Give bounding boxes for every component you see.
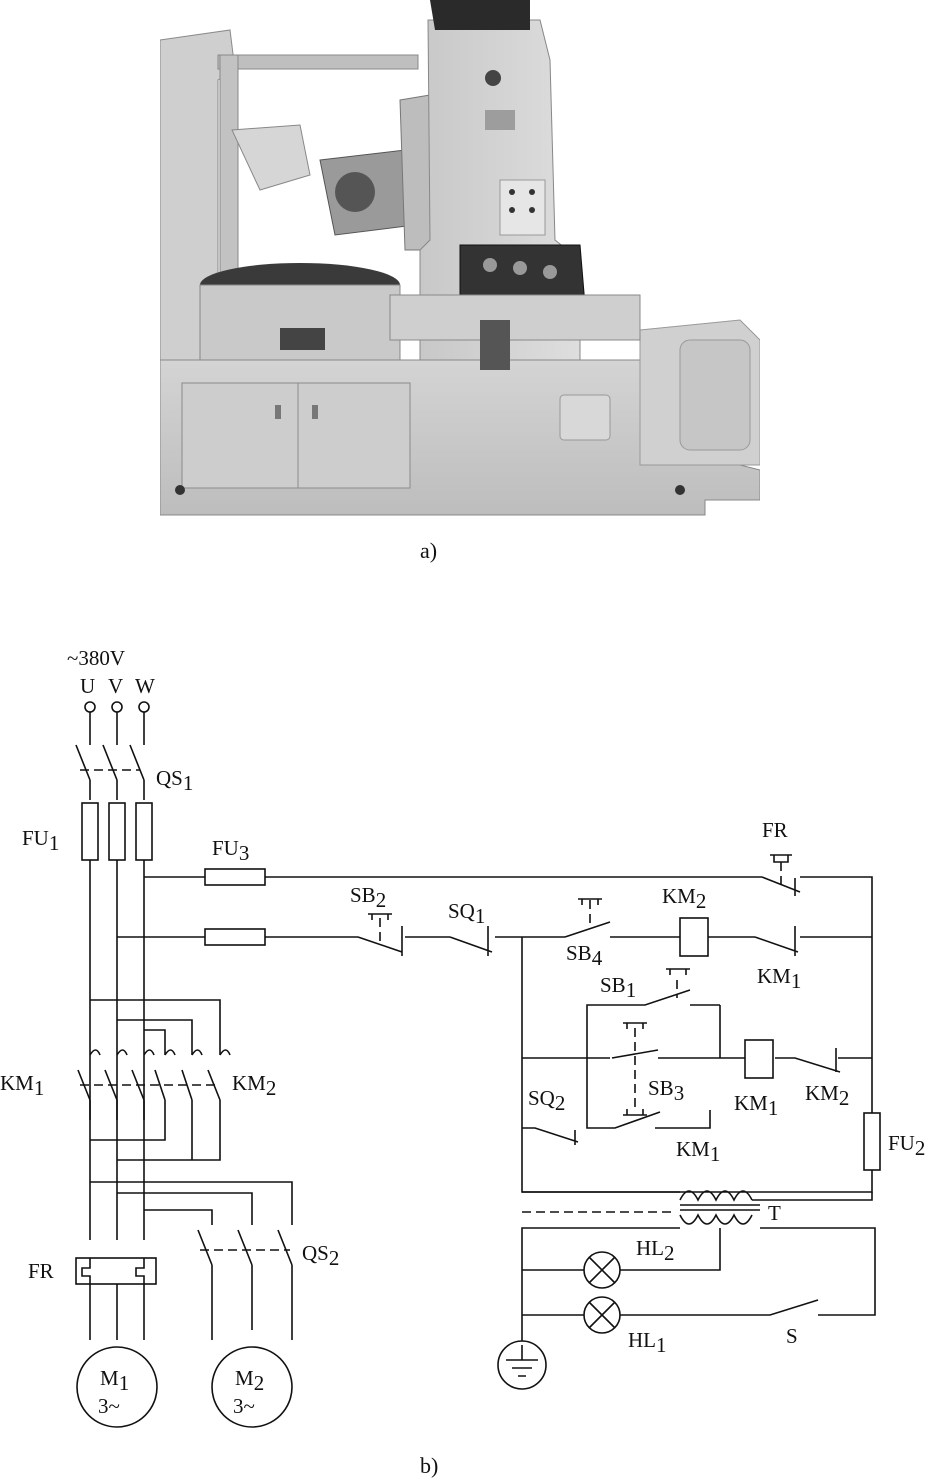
m1-label: M1 [100, 1366, 129, 1395]
sq2-label: SQ2 [528, 1086, 565, 1115]
lamp-circuit [521, 1227, 876, 1345]
transformer-label: T [768, 1201, 781, 1225]
supply-terminals [84, 701, 150, 713]
fu3-label: FU3 [212, 836, 249, 865]
fr-main-label: FR [28, 1259, 54, 1283]
fuse-lower [204, 928, 266, 946]
km1-aux-label: KM1 [676, 1137, 720, 1166]
hl2-label: HL2 [636, 1236, 675, 1265]
qs1-switch [75, 712, 145, 800]
sb2-stop-button [357, 913, 403, 956]
aux-rung [522, 1058, 711, 1145]
control-feed-upper [144, 876, 873, 1120]
control-left-bus [521, 937, 873, 1193]
qs2-label: QS2 [302, 1241, 339, 1270]
fr-nc-contact [761, 854, 801, 896]
machine-photo [160, 0, 760, 516]
m1-phase-label: 3~ [98, 1394, 120, 1418]
sb3-button [623, 1022, 647, 1116]
m2-motor [211, 1346, 293, 1428]
km1-nc-interlock [754, 926, 799, 956]
circuit-diagram: ~380V U V W QS1 FU1 FU3 FR SB2 [0, 646, 925, 1428]
switch-s-label: S [786, 1324, 798, 1348]
hl1-lamp [583, 1296, 621, 1334]
phase-v-label: V [108, 674, 123, 698]
hl1-label: HL1 [628, 1328, 667, 1357]
km1-coil [744, 1039, 774, 1079]
m2-phase-label: 3~ [233, 1394, 255, 1418]
sb4-start-button [564, 898, 611, 938]
km2-coil-label: KM2 [662, 884, 706, 913]
m2-label: M2 [235, 1366, 264, 1395]
sb2-label: SB2 [350, 883, 386, 912]
km-main-contactors [77, 999, 231, 1161]
main-bus [89, 860, 145, 1240]
km2-main-label: KM2 [232, 1071, 276, 1100]
supply-voltage-label: ~380V [67, 646, 125, 670]
km2-nc-label: KM2 [805, 1081, 849, 1110]
sb4-label: SB4 [566, 941, 603, 970]
sq1-label: SQ1 [448, 899, 485, 928]
sb3-label: SB3 [648, 1076, 684, 1105]
qs1-label: QS1 [156, 766, 193, 795]
earth-symbol [497, 1340, 547, 1390]
m1-motor [76, 1346, 158, 1428]
fu2-label: FU2 [888, 1131, 925, 1160]
km2-coil [679, 917, 709, 957]
panel-b-caption: b) [420, 1453, 439, 1478]
phase-w-label: W [135, 674, 155, 698]
fu2-fuse [863, 1112, 881, 1171]
fu1-fuses [81, 802, 153, 861]
km1-main-label: KM1 [0, 1071, 44, 1100]
fu1-label: FU1 [22, 826, 59, 855]
km1-rung [522, 1005, 872, 1073]
hl2-lamp [583, 1251, 621, 1289]
fr-thermal-relay [75, 1257, 157, 1340]
fu3-fuse [204, 868, 266, 886]
transformer-t [522, 1190, 873, 1225]
sb1-button [586, 968, 720, 1058]
sq1-limit-switch [449, 926, 493, 956]
qs2-switch [90, 1181, 293, 1340]
phase-u-label: U [80, 674, 95, 698]
sb1-label: SB1 [600, 973, 636, 1002]
km1-coil-label: KM1 [734, 1091, 778, 1120]
fr-top-label: FR [762, 818, 788, 842]
panel-a-caption: a) [420, 538, 438, 563]
km1-nc-label: KM1 [757, 964, 801, 993]
